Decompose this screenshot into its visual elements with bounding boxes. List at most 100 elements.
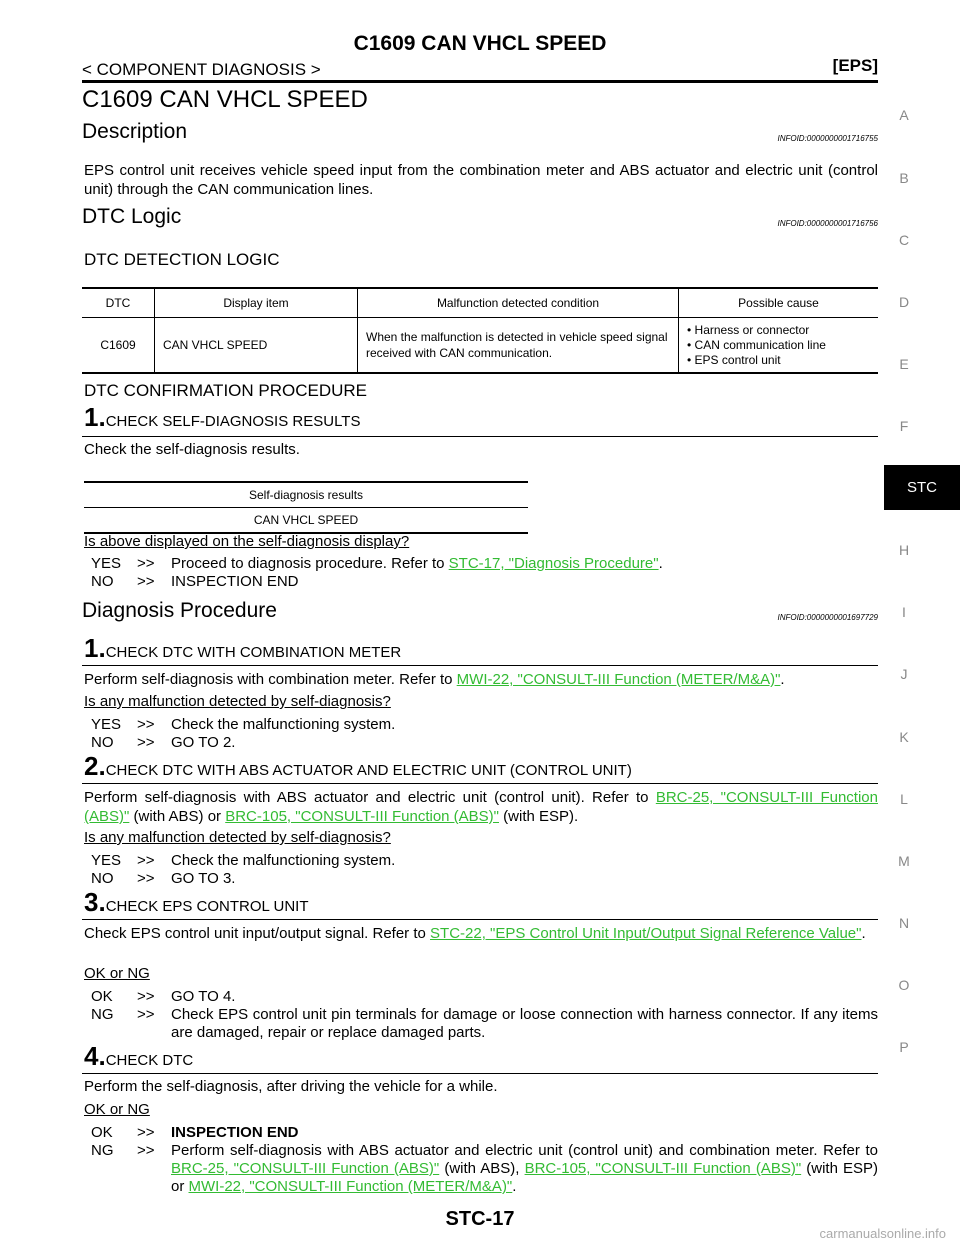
possible-cause-cell: Harness or connector CAN communication l… — [678, 317, 878, 374]
answer-key: NG — [91, 1006, 114, 1023]
description-infoid: INFOID:0000000001716755 — [777, 134, 878, 143]
table-row: C1609 CAN VHCL SPEED When the malfunctio… — [82, 317, 878, 374]
answer-key: NO — [91, 870, 114, 887]
side-index-c[interactable]: C — [898, 232, 910, 248]
answer-arrow: >> — [137, 1142, 155, 1159]
dtc-logic-title: DTC Logic — [82, 205, 182, 228]
step-title: CHECK DTC WITH ABS ACTUATOR AND ELECTRIC… — [105, 762, 632, 779]
side-index-f[interactable]: F — [899, 418, 909, 434]
answer-text: Perform self-diagnosis with ABS actuator… — [171, 1142, 879, 1195]
diag-step-1-question: Is any malfunction detected by self-diag… — [84, 693, 391, 710]
header-rule — [82, 80, 878, 83]
link-stc-17[interactable]: STC-17, "Diagnosis Procedure" — [448, 555, 659, 572]
condition-cell: When the malfunction is detected in vehi… — [357, 317, 679, 374]
answer-arrow: >> — [137, 870, 155, 887]
answer-arrow: >> — [137, 988, 155, 1005]
answer-text: GO TO 2. — [171, 734, 236, 751]
side-index-b[interactable]: B — [899, 170, 909, 186]
link-brc-105[interactable]: BRC-105, "CONSULT-III Function (ABS)" — [225, 808, 499, 825]
step-rule — [82, 436, 878, 437]
dtc-code-cell: C1609 — [82, 317, 155, 374]
page-number: STC-17 — [445, 1208, 515, 1230]
confirm-step-1-text: Check the self-diagnosis results. — [84, 441, 300, 458]
side-index-k[interactable]: K — [899, 729, 909, 745]
header-section: < COMPONENT DIAGNOSIS > — [82, 60, 321, 79]
step-number: 4. — [84, 1041, 106, 1071]
step-title: CHECK DTC — [105, 1052, 194, 1069]
side-index-j[interactable]: J — [900, 666, 908, 682]
description-text: EPS control unit receives vehicle speed … — [84, 162, 878, 198]
dtc-logic-infoid: INFOID:0000000001716756 — [777, 219, 878, 228]
display-item-cell: CAN VHCL SPEED — [154, 317, 358, 374]
list-item: Harness or connector — [687, 323, 874, 338]
side-index-a[interactable]: A — [899, 107, 909, 123]
dtc-col-header: DTC — [82, 287, 155, 318]
side-index-o[interactable]: O — [898, 977, 910, 993]
step-title: CHECK EPS CONTROL UNIT — [105, 898, 309, 915]
answer-text: Check the malfunctioning system. — [171, 852, 396, 869]
answer-no: NO >> GO TO 3. — [91, 870, 235, 888]
step-text: Check EPS control unit input/output sign… — [84, 925, 426, 942]
answer-key: OK — [91, 988, 113, 1005]
step-text: (with ABS) or — [133, 808, 222, 825]
side-index-i[interactable]: I — [902, 604, 906, 620]
answer-text: GO TO 3. — [171, 870, 236, 887]
side-index-h[interactable]: H — [898, 542, 910, 558]
diag-step-3-heading: 3.CHECK EPS CONTROL UNIT — [84, 887, 309, 918]
dtc-confirm-title: DTC CONFIRMATION PROCEDURE — [84, 381, 368, 400]
answer-key: NG — [91, 1142, 114, 1159]
answer-no: NO>>GO TO 2. — [91, 734, 235, 752]
step-number: 3. — [84, 887, 106, 917]
link-brc-25[interactable]: BRC-25, "CONSULT-III Function (ABS)" — [171, 1160, 440, 1177]
step-number: 2. — [84, 751, 106, 781]
diag-step-3-answers: OK>>GO TO 4. NG>>Check EPS control unit … — [91, 988, 878, 1042]
answer-yes: YES>>Proceed to diagnosis procedure. Ref… — [91, 555, 663, 572]
side-index-d[interactable]: D — [898, 294, 910, 310]
answer-text: INSPECTION END — [171, 573, 299, 590]
link-mwi-22[interactable]: MWI-22, "CONSULT-III Function (METER/M&A… — [456, 671, 781, 688]
step-number: 1. — [84, 402, 106, 432]
answer-arrow: >> — [137, 573, 155, 590]
step-rule — [82, 919, 878, 920]
step-text: Perform self-diagnosis with ABS actuator… — [84, 789, 649, 806]
link-stc-22[interactable]: STC-22, "EPS Control Unit Input/Output S… — [430, 925, 862, 942]
answer-key: NO — [91, 573, 114, 590]
header-tag: [EPS] — [832, 56, 878, 75]
watermark: carmanualsonline.info — [819, 1226, 946, 1241]
list-item: CAN communication line — [687, 338, 874, 353]
link-brc-105[interactable]: BRC-105, "CONSULT-III Function (ABS)" — [524, 1160, 802, 1177]
step-title: CHECK DTC WITH COMBINATION METER — [105, 644, 402, 661]
display-col-header: Display item — [154, 287, 358, 318]
answer-text-part: (with ESP) or — [171, 1160, 879, 1195]
answer-text-part: Perform self-diagnosis with ABS actuator… — [171, 1142, 878, 1159]
self-diagnosis-table: Self-diagnosis results CAN VHCL SPEED — [84, 481, 528, 534]
answer-text: Proceed to diagnosis procedure. Refer to — [171, 555, 445, 572]
dtc-detection-title: DTC DETECTION LOGIC — [84, 250, 280, 269]
side-index-m[interactable]: M — [898, 853, 910, 869]
side-index-stc-tab[interactable]: STC — [884, 465, 960, 510]
diag-step-2-text: Perform self-diagnosis with ABS actuator… — [84, 788, 878, 826]
page-heading: C1609 CAN VHCL SPEED — [82, 86, 368, 113]
cause-col-header: Possible cause — [678, 287, 878, 318]
step-title: CHECK SELF-DIAGNOSIS RESULTS — [105, 413, 361, 430]
link-mwi-22[interactable]: MWI-22, "CONSULT-III Function (METER/M&A… — [188, 1178, 513, 1195]
header-title: C1609 CAN VHCL SPEED — [353, 32, 607, 55]
answer-arrow: >> — [137, 734, 155, 751]
answer-text: INSPECTION END — [171, 1124, 299, 1141]
side-index-p[interactable]: P — [899, 1039, 909, 1055]
confirm-step-1-heading: 1.CHECK SELF-DIAGNOSIS RESULTS — [84, 402, 360, 433]
answer-no: NO >> INSPECTION END — [91, 573, 299, 591]
answer-ng: NG >> Perform self-diagnosis with ABS act… — [91, 1142, 878, 1196]
side-index-e[interactable]: E — [899, 356, 909, 372]
self-diagnosis-header: Self-diagnosis results — [84, 481, 528, 508]
answer-text: Check the malfunctioning system. — [171, 716, 396, 733]
side-index-n[interactable]: N — [898, 915, 910, 931]
answer-text: GO TO 4. — [171, 988, 236, 1005]
confirm-question: Is above displayed on the self-diagnosis… — [84, 533, 410, 550]
diag-step-2-question: Is any malfunction detected by self-diag… — [84, 829, 391, 846]
step-number: 1. — [84, 633, 106, 663]
diag-step-4-heading: 4.CHECK DTC — [84, 1041, 193, 1072]
diag-step-1-heading: 1.CHECK DTC WITH COMBINATION METER — [84, 633, 401, 664]
side-index-l[interactable]: L — [900, 791, 908, 807]
link-brc-25[interactable]: BRC-25, "CONSULT-III Function (ABS)" — [84, 789, 878, 825]
